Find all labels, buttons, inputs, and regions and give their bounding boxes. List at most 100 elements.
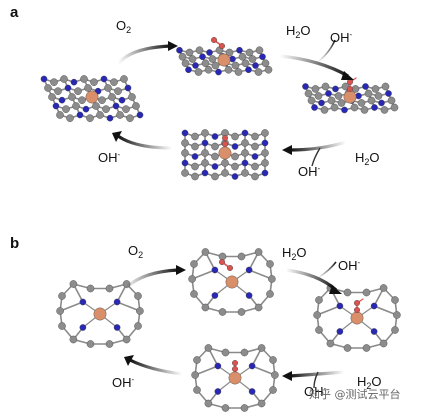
carbon-atom-icon [367, 96, 376, 105]
carbon-atom-icon [254, 68, 263, 76]
panel-label-a: a [10, 4, 19, 21]
nitrogen-atom-icon [70, 78, 78, 86]
nitrogen-atom-icon [378, 99, 385, 107]
label-b-oh-1: OH- [338, 258, 361, 273]
carbon-atom-icon [136, 307, 144, 315]
watermark: 知乎 @测试云平台 [309, 387, 401, 401]
carbon-atom-icon [221, 348, 230, 357]
nitrogen-atom-icon [385, 90, 392, 97]
carbon-atom-icon [191, 132, 199, 141]
nitrogen-atom-icon [64, 84, 72, 92]
reaction-arrow-icon [124, 355, 134, 366]
oxygen-atom-icon [218, 259, 225, 266]
carbon-atom-icon [54, 87, 62, 95]
carbon-atom-icon [218, 308, 227, 316]
carbon-atom-icon [251, 132, 259, 141]
carbon-atom-icon [191, 172, 199, 181]
label-a-oh-2: OH- [298, 164, 321, 179]
carbon-atom-icon [181, 139, 189, 147]
carbon-atom-icon [330, 103, 339, 112]
carbon-atom-icon [105, 284, 114, 293]
nitrogen-atom-icon [261, 169, 269, 177]
nitrogen-atom-icon [100, 75, 108, 83]
carbon-atom-icon [204, 399, 213, 408]
carbon-atom-icon [387, 96, 396, 105]
oxygen-atom-icon [221, 134, 228, 141]
carbon-atom-icon [105, 340, 114, 348]
oxygen-atom-icon [347, 78, 354, 85]
carbon-atom-icon [313, 311, 321, 319]
carbon-atom-icon [132, 102, 140, 110]
structure-a-oh [181, 129, 269, 181]
carbon-atom-icon [231, 61, 240, 70]
carbon-atom-icon [311, 85, 320, 93]
nitrogen-atom-icon [332, 85, 339, 93]
carbon-atom-icon [379, 284, 388, 292]
carbon-atom-icon [231, 162, 239, 171]
nitrogen-atom-icon [370, 328, 378, 335]
nitrogen-atom-icon [211, 292, 219, 299]
carbon-atom-icon [122, 105, 130, 113]
nitrogen-atom-icon [201, 169, 209, 177]
nitrogen-atom-icon [206, 49, 213, 56]
carbon-atom-icon [114, 87, 122, 95]
carbon-atom-icon [343, 344, 352, 352]
carbon-atom-icon [58, 292, 66, 300]
reaction-arrow-icon [282, 145, 292, 155]
carbon-atom-icon [86, 284, 95, 293]
carbon-atom-icon [234, 68, 243, 76]
arrow-a-oh-release [112, 131, 173, 150]
nitrogen-atom-icon [251, 153, 259, 160]
carbon-atom-icon [380, 106, 389, 114]
carbon-atom-icon [304, 89, 313, 98]
nitrogen-atom-icon [199, 53, 206, 61]
nitrogen-atom-icon [248, 388, 256, 395]
carbon-atom-icon [307, 96, 316, 105]
reaction-arrow-icon [168, 41, 178, 51]
nitrogen-atom-icon [236, 46, 243, 54]
carbon-atom-icon [221, 159, 229, 167]
label-b-o2: O2 [128, 243, 143, 260]
carbon-atom-icon [116, 111, 124, 119]
carbon-atom-icon [74, 87, 82, 95]
nitrogen-atom-icon [106, 114, 114, 122]
metal-atom-icon [343, 90, 357, 104]
reaction-arrow-icon [329, 285, 342, 294]
carbon-atom-icon [108, 93, 116, 101]
nitrogen-atom-icon [231, 143, 239, 150]
carbon-atom-icon [194, 68, 203, 76]
nitrogen-atom-icon [302, 83, 309, 90]
carbon-atom-icon [201, 248, 210, 256]
carbon-atom-icon [269, 356, 277, 364]
label-a-h2o-1: H2O [286, 23, 311, 40]
carbon-atom-icon [191, 142, 199, 151]
carbon-atom-icon [374, 92, 383, 100]
carbon-atom-icon [126, 114, 134, 122]
nitrogen-atom-icon [181, 129, 189, 137]
carbon-atom-icon [261, 59, 270, 68]
carbon-atom-icon [221, 404, 230, 412]
carbon-atom-icon [357, 99, 366, 107]
carbon-atom-icon [266, 260, 274, 268]
carbon-atom-icon [60, 75, 68, 83]
nitrogen-atom-icon [113, 298, 121, 306]
nitrogen-atom-icon [371, 104, 378, 111]
carbon-atom-icon [68, 93, 76, 101]
nitrogen-atom-icon [82, 105, 90, 113]
metal-atom-icon [228, 371, 242, 385]
carbon-atom-icon [98, 96, 106, 104]
nitrogen-atom-icon [185, 66, 192, 74]
carbon-atom-icon [379, 339, 388, 348]
carbon-atom-icon [185, 48, 194, 57]
carbon-atom-icon [102, 105, 110, 113]
arrow-a-h2o-step1 [279, 39, 354, 80]
metal-atom-icon [217, 53, 231, 67]
metal-atom-icon [218, 146, 232, 160]
carbon-atom-icon [362, 344, 371, 352]
carbon-atom-icon [268, 275, 276, 283]
oxygen-atom-icon [221, 140, 228, 147]
nitrogen-atom-icon [112, 102, 120, 110]
carbon-atom-icon [391, 326, 399, 334]
carbon-atom-icon [371, 85, 380, 93]
carbon-atom-icon [134, 322, 142, 330]
